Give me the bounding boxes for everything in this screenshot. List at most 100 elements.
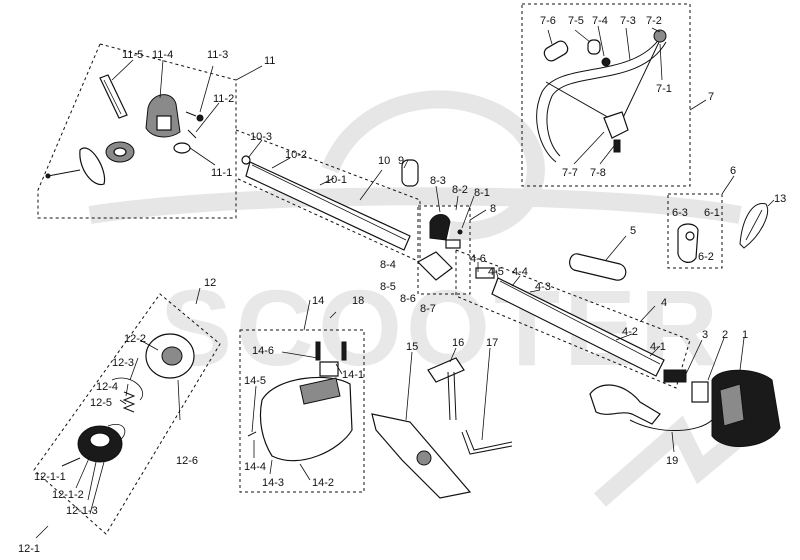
callout-7-8: 7-8 — [590, 167, 606, 179]
callout-12-1-1: 12-1-1 — [34, 471, 66, 483]
callout-7-2: 7-2 — [646, 15, 662, 27]
part-4-shaft — [491, 277, 665, 377]
callout-6-2: 6-2 — [698, 251, 714, 263]
callout-10-3: 10-3 — [250, 131, 272, 143]
callout-19: 19 — [666, 455, 678, 467]
group-10: 10-3 10-2 10-1 10 9 — [235, 129, 421, 263]
part-17: 17 — [461, 337, 513, 455]
part-10-1-shaft — [245, 161, 411, 251]
callout-12: 12 — [204, 277, 216, 289]
callout-14-2: 14-2 — [312, 477, 334, 489]
group-8: 8-3 8-2 8-1 8 8-4 8-5 8-6 8-7 — [380, 175, 496, 315]
callout-14-6: 14-6 — [252, 345, 274, 357]
part-15: 15 — [371, 341, 472, 499]
callout-1: 1 — [742, 329, 748, 341]
callout-5: 5 — [630, 225, 636, 237]
callout-12-4: 12-4 — [96, 381, 118, 393]
part-19-cable — [629, 419, 713, 431]
callout-7-1: 7-1 — [656, 83, 672, 95]
engine-group: 3 2 1 19 — [589, 329, 781, 467]
callout-11-3: 11-3 — [207, 49, 228, 61]
callout-9: 9 — [398, 155, 404, 167]
callout-8-7: 8-7 — [420, 303, 436, 315]
callout-4-1: 4-1 — [650, 341, 666, 353]
callout-14: 14 — [312, 295, 324, 307]
part-5: 5 — [569, 225, 636, 281]
part-6-2-clip — [677, 223, 699, 263]
callout-3: 3 — [702, 329, 708, 341]
callout-13: 13 — [774, 193, 786, 205]
callout-6: 6 — [730, 165, 736, 177]
callout-4: 4 — [661, 297, 667, 309]
callout-11-1: 11-1 — [211, 167, 232, 179]
callout-2: 2 — [722, 329, 728, 341]
callout-6-1: 6-1 — [704, 207, 720, 219]
callout-6-3: 6-3 — [672, 207, 688, 219]
callout-8-1: 8-1 — [474, 187, 490, 199]
callout-7-4: 7-4 — [592, 15, 608, 27]
callout-7-7: 7-7 — [562, 167, 578, 179]
callout-7-3: 7-3 — [620, 15, 636, 27]
callout-8-2: 8-2 — [452, 184, 468, 196]
group-14: 14 18 14-6 14-1 14-5 14-4 14-3 14-2 — [239, 295, 365, 493]
part-5-grip — [569, 253, 627, 281]
callout-12-2: 12-2 — [124, 333, 146, 345]
group-6: 6-3 6-1 6-2 6 — [667, 165, 736, 269]
callout-14-4: 14-4 — [244, 461, 266, 473]
part-13-strap — [739, 203, 768, 249]
callout-8-3: 8-3 — [430, 175, 446, 187]
part-9-sleeve — [401, 159, 419, 187]
callout-4-6: 4-6 — [470, 253, 486, 265]
callout-11-5: 11-5 — [122, 49, 143, 61]
group-4: 4-6 4-5 4-4 4-3 4-2 4-1 4 — [455, 249, 691, 389]
callout-4-4: 4-4 — [512, 266, 528, 278]
callout-7-6: 7-6 — [540, 15, 556, 27]
callout-12-3: 12-3 — [112, 357, 134, 369]
part-11-5-shape — [99, 74, 128, 119]
callout-7-5: 7-5 — [568, 15, 584, 27]
watermark: SCOOTER — [88, 90, 766, 507]
callout-4-3: 4-3 — [535, 281, 551, 293]
callout-12-5: 12-5 — [90, 397, 112, 409]
callout-10: 10 — [378, 155, 390, 167]
callout-8-6: 8-6 — [400, 293, 416, 305]
callout-11-2: 11-2 — [213, 93, 234, 105]
callout-17: 17 — [486, 337, 498, 349]
part-16-wrench — [427, 357, 465, 383]
group-7: 7-6 7-5 7-4 7-3 7-2 7-1 7-7 7-8 7 — [521, 3, 714, 187]
callout-8: 8 — [490, 203, 496, 215]
callout-18: 18 — [352, 295, 364, 307]
part-7-6-grip — [543, 40, 569, 62]
callout-14-5: 14-5 — [244, 375, 266, 387]
part-11-cap-shape — [79, 147, 106, 186]
callout-7: 7 — [708, 91, 714, 103]
callout-12-1: 12-1 — [18, 543, 40, 555]
callout-10-1: 10-1 — [325, 174, 347, 186]
part-13: 13 — [739, 193, 786, 249]
group-12: 12 12-2 12-3 12-4 12-5 12-6 12-1-1 12-1-… — [18, 277, 221, 555]
group-11: 11-5 11-4 11-3 11-2 11-1 11 — [37, 43, 275, 219]
part-8-3-clamp — [429, 214, 451, 241]
callout-11-4: 11-4 — [152, 49, 173, 61]
callout-12-1-2: 12-1-2 — [52, 489, 84, 501]
callout-8-4: 8-4 — [380, 259, 396, 271]
callout-16: 16 — [452, 337, 464, 349]
callout-10-2: 10-2 — [285, 149, 307, 161]
callout-4-2: 4-2 — [622, 326, 638, 338]
callout-14-3: 14-3 — [262, 477, 284, 489]
part-16: 16 — [427, 337, 465, 421]
callout-8-5: 8-5 — [380, 281, 396, 293]
part-7-7-clamp — [603, 111, 629, 139]
callout-15: 15 — [406, 341, 418, 353]
callout-12-1-3: 12-1-3 — [66, 505, 98, 517]
part-12-5-spring — [122, 391, 136, 413]
part-7-3-handlebar — [536, 37, 661, 163]
callout-12-6: 12-6 — [176, 455, 198, 467]
callout-4-5: 4-5 — [488, 266, 504, 278]
part-17-hex-key — [461, 431, 513, 455]
callout-14-1: 14-1 — [342, 369, 364, 381]
callout-11: 11 — [264, 55, 275, 67]
part-3-handle — [589, 384, 661, 425]
